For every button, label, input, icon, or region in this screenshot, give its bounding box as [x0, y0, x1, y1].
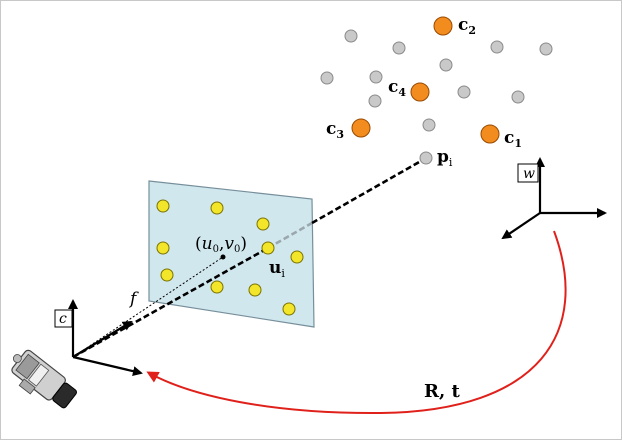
image-point	[210, 280, 224, 294]
world-point	[490, 40, 504, 54]
world-point	[539, 42, 553, 56]
camera-frame-label-box	[54, 309, 73, 328]
rt-transform-arrow	[146, 230, 567, 415]
image-point-ui	[261, 241, 275, 255]
projection-ray-far	[311, 159, 422, 225]
principal-point	[220, 254, 226, 260]
control-point-c3	[351, 118, 371, 138]
world-points	[320, 29, 553, 165]
camera-frame	[54, 299, 143, 377]
image-point	[156, 199, 170, 213]
label-rt: R, t	[424, 381, 460, 402]
world-point	[369, 70, 383, 84]
label-world-frame: w	[523, 166, 535, 182]
label-c4: c4	[388, 77, 406, 99]
label-focal-length: f	[128, 289, 139, 309]
image-plane	[148, 180, 315, 328]
image-point	[256, 217, 270, 231]
label-c2: c2	[458, 15, 476, 37]
world-point	[392, 41, 406, 55]
label-pi: pi	[437, 147, 453, 169]
control-point-c1	[480, 124, 500, 144]
world-point	[368, 94, 382, 108]
world-frame	[501, 157, 607, 240]
world-point	[320, 71, 334, 85]
image-point	[282, 302, 296, 316]
label-camera-frame: c	[59, 311, 67, 327]
image-point	[156, 241, 170, 255]
image-point	[160, 268, 174, 282]
world-point	[511, 90, 525, 104]
label-ui: ui	[269, 258, 285, 280]
world-point	[457, 85, 471, 99]
image-point	[248, 283, 262, 297]
world-point	[422, 118, 436, 132]
image-points	[156, 199, 304, 316]
control-points	[351, 16, 500, 144]
projection-ray-dashed	[72, 246, 269, 359]
world-point-pi	[419, 151, 433, 165]
label-principal-point: (u0,v0)	[195, 234, 247, 255]
world-point	[344, 29, 358, 43]
control-point-c4	[410, 82, 430, 102]
image-point	[290, 250, 304, 264]
label-c3: c3	[326, 119, 344, 141]
world-frame-label-box	[517, 163, 539, 183]
camera-icon	[11, 349, 78, 409]
label-c1: c1	[504, 128, 522, 150]
image-point	[210, 201, 224, 215]
world-point	[439, 58, 453, 72]
control-point-c2	[433, 16, 453, 36]
